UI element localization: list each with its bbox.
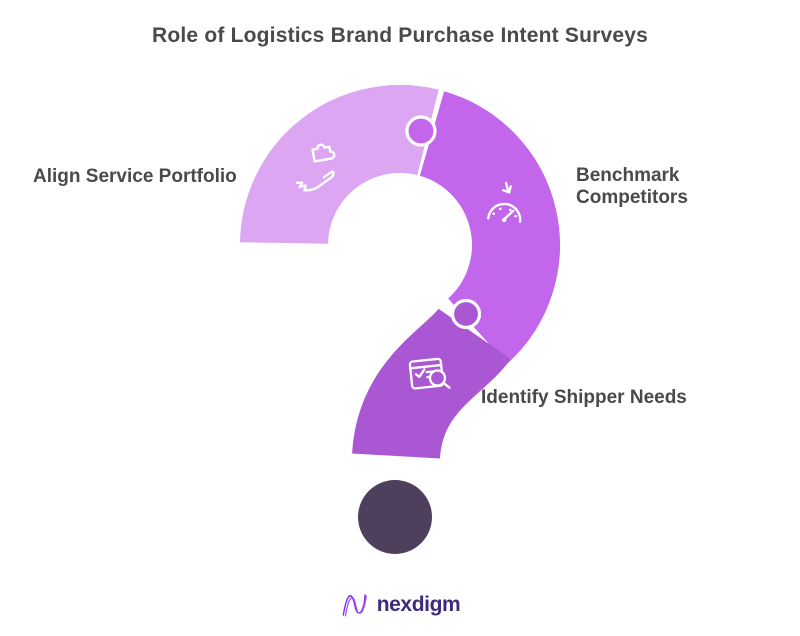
n-wave-icon bbox=[342, 594, 367, 617]
browser-search-icon bbox=[408, 357, 451, 390]
gauge-icon bbox=[487, 181, 522, 223]
nexdigm-wordmark: nexdigm bbox=[376, 593, 461, 616]
label-benchmark-competitors: Benchmark Competitors bbox=[576, 165, 688, 208]
puzzle-piece-align-service-portfolio bbox=[240, 84, 439, 246]
page-title: Role of Logistics Brand Purchase Intent … bbox=[151, 24, 649, 47]
label-identify-shipper-needs: Identify Shipper Needs bbox=[481, 387, 687, 408]
puzzle-piece-benchmark-competitors bbox=[418, 91, 560, 364]
puzzle-knob-bottom bbox=[450, 298, 482, 330]
puzzle-knob-top bbox=[405, 115, 437, 147]
label-align-service-portfolio: Align Service Portfolio bbox=[33, 166, 237, 187]
nexdigm-logo: nexdigm bbox=[0, 588, 800, 622]
hand-puzzle-icon bbox=[295, 143, 336, 192]
puzzle-piece-identify-shipper-needs bbox=[352, 306, 511, 461]
question-dot bbox=[358, 480, 432, 554]
